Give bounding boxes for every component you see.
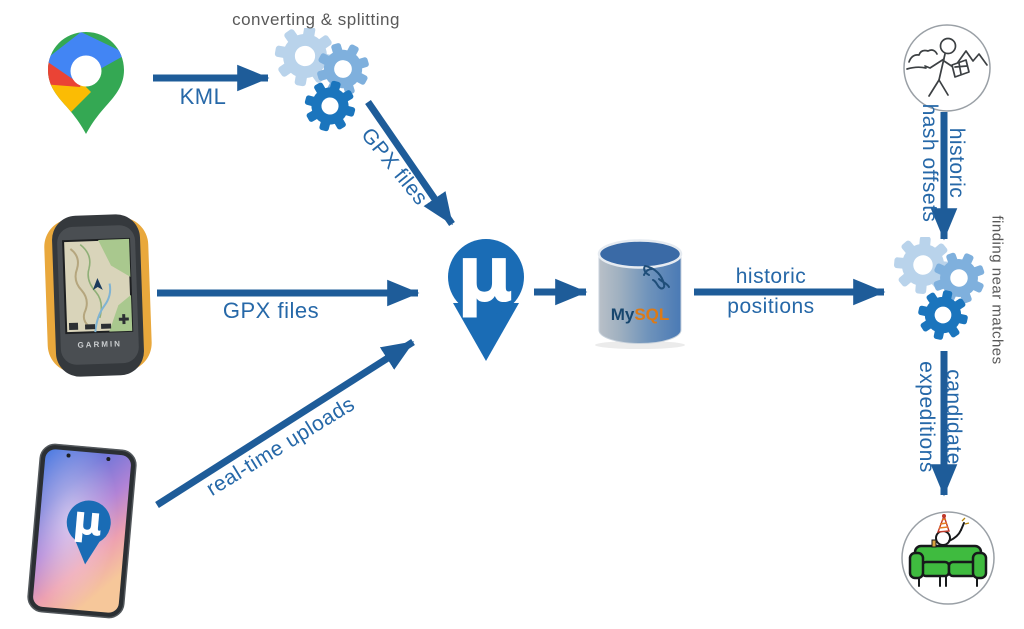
candidate-expeditions-label-line1: candidate bbox=[942, 369, 965, 465]
mu-glyph: μ bbox=[456, 237, 513, 320]
finding-near-matches-label: finding near matches bbox=[988, 215, 1006, 365]
smartphone-icon: μ bbox=[27, 443, 137, 619]
mysql-database-icon: MySQL bbox=[595, 239, 685, 349]
mu-location-pin-icon: μ bbox=[448, 237, 524, 361]
garmin-gps-icon: GARMIN bbox=[44, 214, 152, 377]
converter-title: converting & splitting bbox=[232, 10, 400, 29]
hash-offsets-label-line2: hash offsets bbox=[918, 103, 941, 223]
mysql-wordmark: MySQL bbox=[611, 305, 670, 324]
mysql-sql-text: SQL bbox=[634, 305, 669, 324]
mysql-my-text: My bbox=[611, 305, 635, 324]
historic-positions-label-line2: positions bbox=[727, 295, 815, 318]
phone-mu-pin-logo: μ bbox=[66, 497, 111, 565]
mysql-dolphin-icon bbox=[643, 265, 670, 290]
arrow-gpx-converted bbox=[365, 100, 455, 226]
hash-offsets-label-line1: historic bbox=[945, 127, 968, 199]
kml-label: KML bbox=[179, 84, 227, 109]
gpx-files-device-label: GPX files bbox=[222, 298, 320, 323]
converter-gears-icon bbox=[272, 28, 372, 138]
couch-celebration-sketch-icon bbox=[901, 511, 995, 605]
google-maps-pin-icon bbox=[48, 32, 124, 134]
historic-positions-label-line1: historic bbox=[735, 265, 807, 288]
phone-mu-glyph: μ bbox=[71, 497, 104, 545]
matcher-gears-icon bbox=[891, 237, 990, 345]
garmin-brand-text: GARMIN bbox=[77, 339, 122, 350]
arrow-realtime-uploads bbox=[155, 339, 415, 508]
candidate-expeditions-label-line2: expeditions bbox=[915, 361, 938, 473]
couch bbox=[908, 544, 988, 580]
party-figure bbox=[935, 513, 970, 546]
hiker-with-map-sketch-icon bbox=[903, 24, 991, 112]
